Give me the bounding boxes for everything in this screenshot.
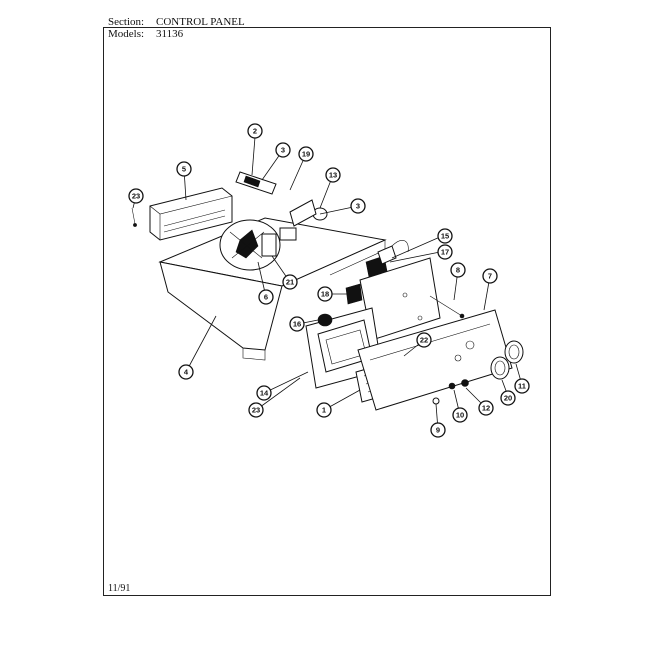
svg-text:11: 11 bbox=[518, 382, 526, 391]
svg-text:14: 14 bbox=[260, 389, 269, 398]
svg-text:23: 23 bbox=[132, 192, 140, 201]
thermostat-switch bbox=[235, 171, 277, 195]
callout-17: 17 bbox=[437, 244, 453, 260]
callout-4: 4 bbox=[178, 364, 194, 380]
svg-text:3: 3 bbox=[281, 146, 285, 155]
callout-14: 14 bbox=[256, 385, 272, 401]
svg-text:2: 2 bbox=[253, 127, 257, 136]
screw bbox=[131, 207, 137, 227]
svg-text:8: 8 bbox=[456, 266, 460, 275]
models-label: Models: bbox=[108, 28, 145, 40]
svg-text:21: 21 bbox=[286, 278, 294, 287]
svg-text:10: 10 bbox=[456, 411, 464, 420]
svg-text:7: 7 bbox=[488, 272, 492, 281]
models-value: 31136 bbox=[156, 28, 184, 40]
callout-10: 10 bbox=[452, 407, 468, 423]
callout-5: 5 bbox=[176, 161, 192, 177]
mounting-bracket bbox=[149, 187, 233, 241]
models-row: Models: 31136 bbox=[108, 28, 183, 40]
callout-6: 6 bbox=[258, 289, 274, 305]
svg-text:9: 9 bbox=[436, 426, 440, 435]
section-label: Section: bbox=[108, 16, 145, 28]
diagram-frame bbox=[103, 27, 551, 596]
callout-20: 20 bbox=[500, 390, 516, 406]
svg-text:18: 18 bbox=[321, 290, 329, 299]
control-knobs bbox=[490, 340, 524, 380]
callout-16: 16 bbox=[289, 316, 305, 332]
clip-parts bbox=[279, 199, 328, 241]
front-panel bbox=[357, 309, 513, 411]
svg-text:3: 3 bbox=[356, 202, 360, 211]
svg-text:13: 13 bbox=[329, 171, 337, 180]
svg-text:17: 17 bbox=[441, 248, 449, 257]
svg-text:15: 15 bbox=[441, 232, 449, 241]
callout-19: 19 bbox=[298, 146, 314, 162]
section-row: Section: CONTROL PANEL bbox=[108, 16, 245, 28]
footer-date: 11/91 bbox=[108, 583, 131, 594]
svg-text:19: 19 bbox=[302, 150, 310, 159]
small-knob bbox=[317, 313, 333, 327]
callout-11: 11 bbox=[514, 378, 530, 394]
callout-21: 21 bbox=[282, 274, 298, 290]
svg-text:6: 6 bbox=[264, 293, 268, 302]
callout-23-upper: 23 bbox=[128, 188, 144, 204]
callout-22: 22 bbox=[416, 332, 432, 348]
callout-18: 18 bbox=[317, 286, 333, 302]
callout-12: 12 bbox=[478, 400, 494, 416]
svg-text:12: 12 bbox=[482, 404, 490, 413]
callout-3-upper: 3 bbox=[275, 142, 291, 158]
section-title: CONTROL PANEL bbox=[156, 16, 245, 28]
svg-text:5: 5 bbox=[182, 165, 186, 174]
callout-13: 13 bbox=[325, 167, 341, 183]
callout-2: 2 bbox=[247, 123, 263, 139]
callout-8: 8 bbox=[450, 262, 466, 278]
svg-text:23: 23 bbox=[252, 406, 260, 415]
callout-1: 1 bbox=[316, 402, 332, 418]
timer-motor-assembly bbox=[219, 219, 281, 271]
callout-9: 9 bbox=[430, 422, 446, 438]
callout-3-right: 3 bbox=[350, 198, 366, 214]
svg-text:16: 16 bbox=[293, 320, 301, 329]
callout-7: 7 bbox=[482, 268, 498, 284]
svg-text:22: 22 bbox=[420, 336, 428, 345]
callout-23-lower: 23 bbox=[248, 402, 264, 418]
callout-15: 15 bbox=[437, 228, 453, 244]
svg-text:20: 20 bbox=[504, 394, 512, 403]
svg-text:1: 1 bbox=[322, 406, 326, 415]
svg-text:4: 4 bbox=[184, 368, 189, 377]
